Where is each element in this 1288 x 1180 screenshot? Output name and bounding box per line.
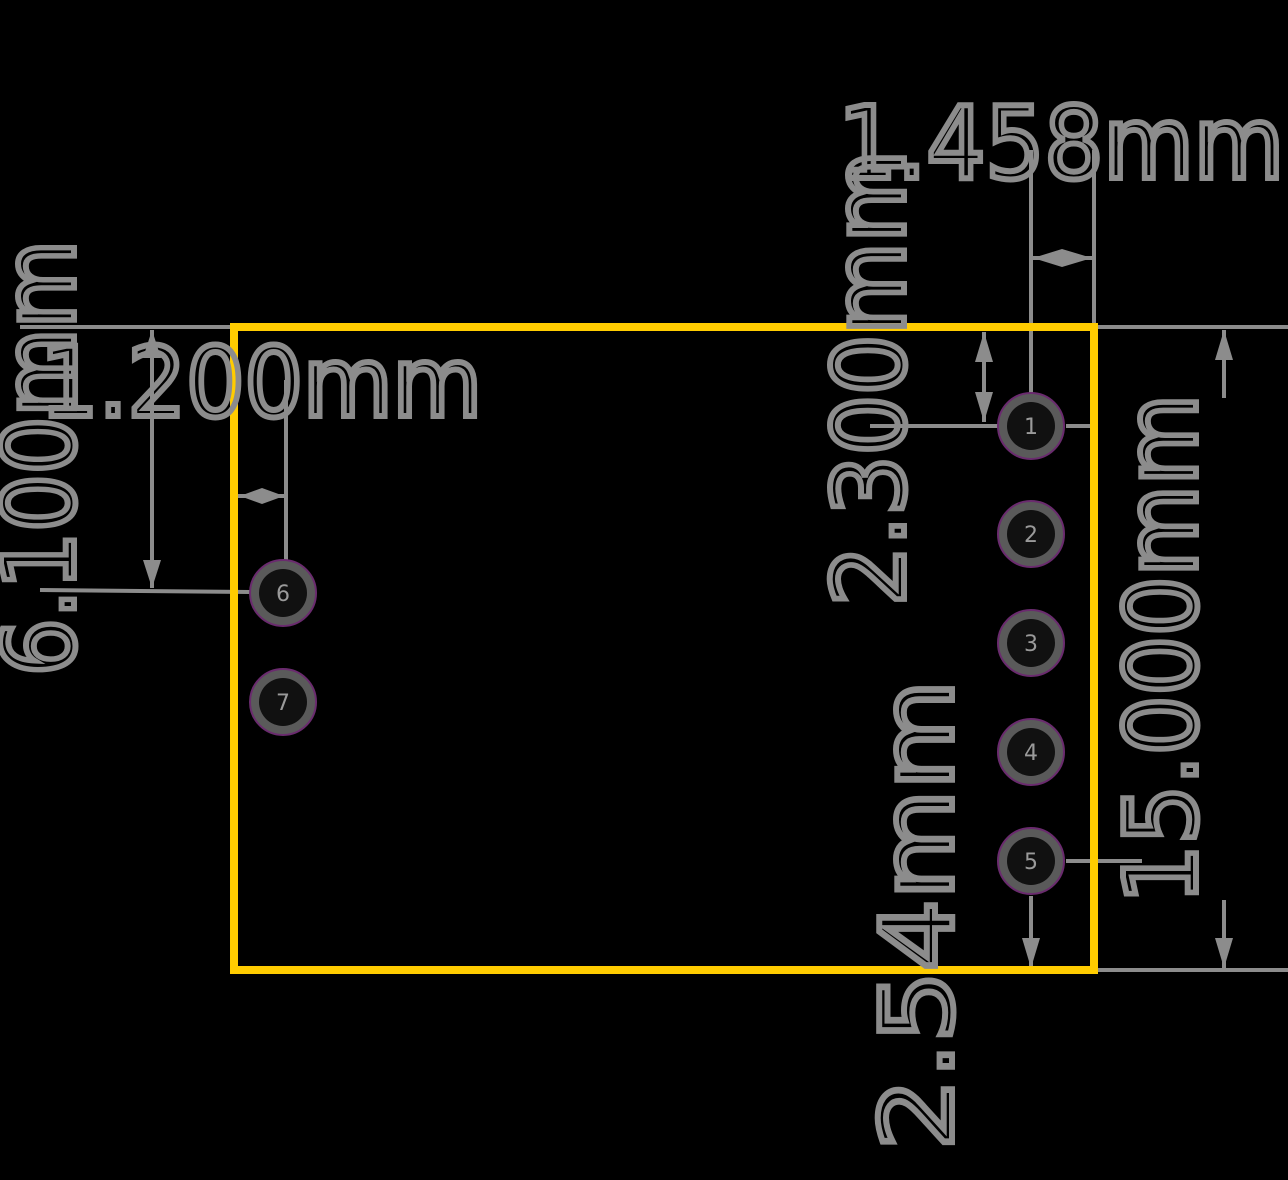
arrow-up-total-height [1215, 330, 1233, 360]
pad-label: 3 [1024, 632, 1038, 657]
pad-hole [1007, 402, 1055, 450]
dim-label-pin-pitch: 2.54mm [859, 680, 976, 1150]
pad-6: 6 [249, 559, 317, 627]
pad-3: 3 [997, 609, 1065, 677]
dimension-lines [20, 150, 1288, 972]
pad-hole [1007, 837, 1055, 885]
pad-hole [1007, 510, 1055, 558]
pad-4: 4 [997, 718, 1065, 786]
pad-label: 5 [1024, 850, 1038, 875]
pad-hole [1007, 619, 1055, 667]
pad-label: 6 [276, 582, 290, 607]
ext-line-pin6 [39, 588, 251, 594]
arrow-left-left-offset [240, 488, 262, 504]
dim-label-left-offset: 1.200mm [40, 327, 482, 439]
pad-hole [259, 569, 307, 617]
dim-label-total-height: 15.000mm [1103, 394, 1220, 904]
component-outline [230, 323, 1098, 974]
pad-label: 7 [276, 691, 290, 716]
pad-hole [259, 678, 307, 726]
pads-group: 1 2 3 4 5 6 7 [249, 392, 1065, 895]
pad-1: 1 [997, 392, 1065, 460]
arrow-left-top-pitch [1033, 249, 1062, 267]
arrow-up-pin1-offset [975, 332, 993, 362]
arrow-down-pin-pitch [1022, 938, 1040, 968]
arrow-down-pin1-offset [975, 392, 993, 422]
arrow-down-total-height [1215, 938, 1233, 968]
arrow-right-top-pitch [1062, 249, 1092, 267]
pad-5: 5 [997, 827, 1065, 895]
pad-label: 4 [1024, 741, 1038, 766]
pad-hole [1007, 728, 1055, 776]
dim-label-left-height: 6.100mm [0, 240, 98, 676]
arrow-right-left-offset [262, 488, 284, 504]
arrow-down-left-height [143, 560, 161, 588]
pad-label: 2 [1024, 523, 1038, 548]
arrow-up-left-height [143, 330, 161, 358]
pad-label: 1 [1024, 415, 1038, 440]
dim-label-pin1-offset: 2.300mm [811, 150, 928, 606]
pad-7: 7 [249, 668, 317, 736]
dim-label-top-pitch: 1.458mm [838, 85, 1284, 202]
pad-2: 2 [997, 500, 1065, 568]
